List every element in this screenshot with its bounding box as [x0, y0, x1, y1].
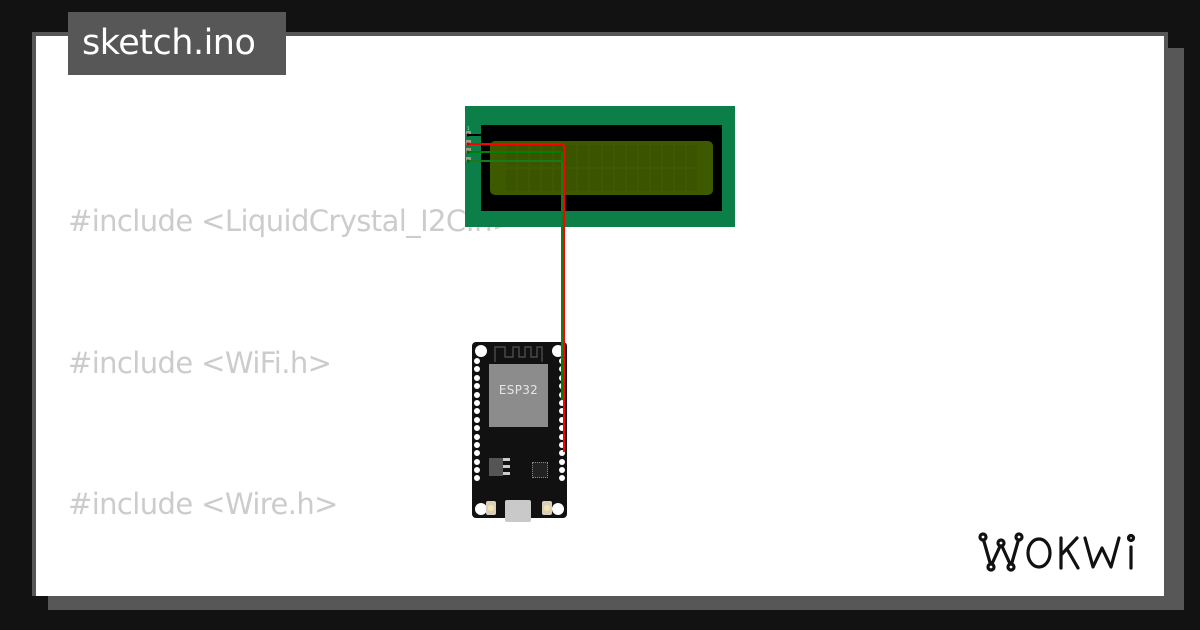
code-line: #include <Wire.h> — [68, 487, 338, 522]
pin[interactable] — [474, 467, 480, 474]
lcd-pin-sda[interactable] — [466, 148, 471, 153]
lcd-pin-scl[interactable] — [466, 157, 471, 162]
pin[interactable] — [559, 425, 565, 432]
pin[interactable] — [474, 358, 480, 364]
left-pin-header — [474, 358, 480, 482]
pin[interactable] — [474, 366, 480, 373]
right-pin-header — [559, 358, 565, 482]
pin[interactable] — [474, 441, 480, 448]
code-panel: #include <LiquidCrystal_I2C.h> #include … — [36, 36, 1164, 596]
pin[interactable] — [474, 399, 480, 406]
lcd-screen — [490, 141, 713, 195]
pin[interactable] — [474, 391, 480, 398]
code-line: #include <WiFi.h> — [68, 345, 332, 380]
pin[interactable] — [559, 441, 565, 448]
mounting-hole — [552, 503, 564, 515]
pin[interactable] — [474, 374, 480, 381]
pin[interactable] — [474, 458, 480, 465]
pin[interactable] — [474, 425, 480, 432]
pin[interactable] — [474, 433, 480, 440]
pin[interactable] — [559, 408, 565, 415]
esp32-chip: ESP32 — [489, 364, 548, 427]
pin[interactable] — [474, 408, 480, 415]
regulator-pins — [503, 458, 510, 475]
lcd-bezel — [481, 125, 722, 211]
pin[interactable] — [474, 475, 480, 482]
pin[interactable] — [559, 458, 565, 465]
pin[interactable] — [474, 416, 480, 423]
pin[interactable] — [559, 475, 565, 482]
code-line: #include <LiquidCrystal_I2C.h> — [68, 204, 516, 238]
pin[interactable] — [559, 374, 565, 381]
pin[interactable] — [474, 383, 480, 390]
antenna-icon — [494, 346, 543, 362]
pin[interactable] — [559, 391, 565, 398]
boot-button[interactable] — [542, 501, 552, 515]
pin[interactable] — [474, 450, 480, 457]
en-button[interactable] — [486, 501, 496, 515]
pin[interactable] — [559, 366, 565, 373]
pin[interactable] — [559, 399, 565, 406]
code-view: #include <LiquidCrystal_I2C.h> #include … — [68, 104, 835, 596]
lcd-pin-gnd[interactable] — [466, 131, 471, 136]
mounting-hole — [475, 503, 487, 515]
micro-usb-port — [505, 500, 531, 522]
mounting-hole — [475, 345, 487, 357]
pin[interactable] — [559, 416, 565, 423]
pin[interactable] — [559, 433, 565, 440]
file-tab[interactable]: sketch.ino — [68, 12, 286, 75]
lcd-pin-vcc[interactable] — [466, 140, 471, 145]
mounting-hole — [552, 345, 564, 357]
lcd-display[interactable]: 1 — [465, 106, 735, 227]
pin[interactable] — [559, 467, 565, 474]
pin[interactable] — [559, 358, 565, 364]
wokwi-logo-icon — [978, 532, 1136, 572]
pin[interactable] — [559, 383, 565, 390]
esp32-board[interactable]: ESP32 — [472, 342, 567, 522]
pin[interactable] — [559, 450, 565, 457]
voltage-regulator — [489, 458, 503, 476]
usb-uart-chip — [532, 462, 548, 478]
lcd-pin-one-marker: 1 — [467, 126, 470, 131]
